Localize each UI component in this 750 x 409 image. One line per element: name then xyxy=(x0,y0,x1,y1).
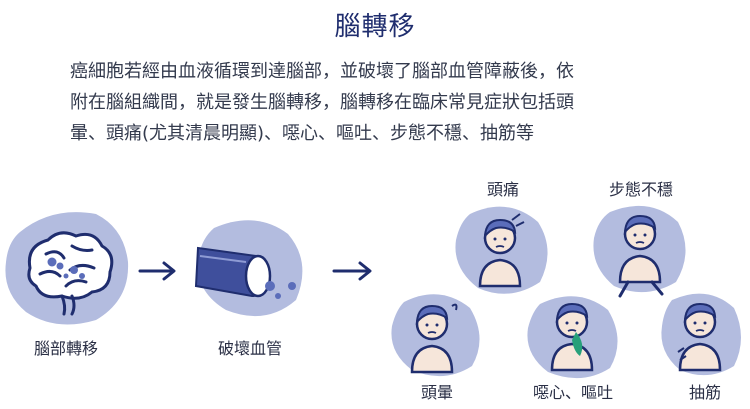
page-title: 腦轉移 xyxy=(334,12,416,42)
gait-label: 步態不穩 xyxy=(608,180,674,199)
step2-label: 破壞血管 xyxy=(217,339,283,358)
gait-symptom xyxy=(593,205,686,298)
right-arrow-icon xyxy=(138,261,176,281)
dizziness-symptom xyxy=(391,294,480,377)
headache-label: 頭痛 xyxy=(486,180,520,199)
description-line-2: 附在腦組織間，就是發生腦轉移，腦轉移在臨床常見症狀包括頭 xyxy=(70,92,574,113)
description: 癌細胞若經由血液循環到達腦部，並破壞了腦部血管障蔽後，依 附在腦組織間，就是發生… xyxy=(70,56,680,149)
nausea-label: 噁心、嘔吐 xyxy=(532,383,614,402)
cancer-cell-cluster xyxy=(47,257,85,279)
brain-metastasis-illustration xyxy=(5,212,129,325)
right-arrow-icon xyxy=(332,261,372,281)
cancer-cell-icon xyxy=(265,281,296,299)
description-line-3: 暈、頭痛(尤其清晨明顯)、噁心、嘔吐、步態不穩、抽筋等 xyxy=(70,123,535,144)
description-line-1: 癌細胞若經由血液循環到達腦部，並破壞了腦部血管障蔽後，依 xyxy=(70,61,574,82)
damaged-vessel-illustration xyxy=(194,220,303,317)
seizure-label: 抽筋 xyxy=(688,383,722,402)
headache-symptom xyxy=(455,206,548,294)
dizziness-label: 頭暈 xyxy=(420,383,454,402)
nausea-symptom xyxy=(527,296,618,379)
blood-vessel-icon xyxy=(194,246,272,298)
vomit-icon xyxy=(572,332,583,356)
step1-label: 腦部轉移 xyxy=(33,339,99,358)
seizure-symptom xyxy=(661,293,741,376)
